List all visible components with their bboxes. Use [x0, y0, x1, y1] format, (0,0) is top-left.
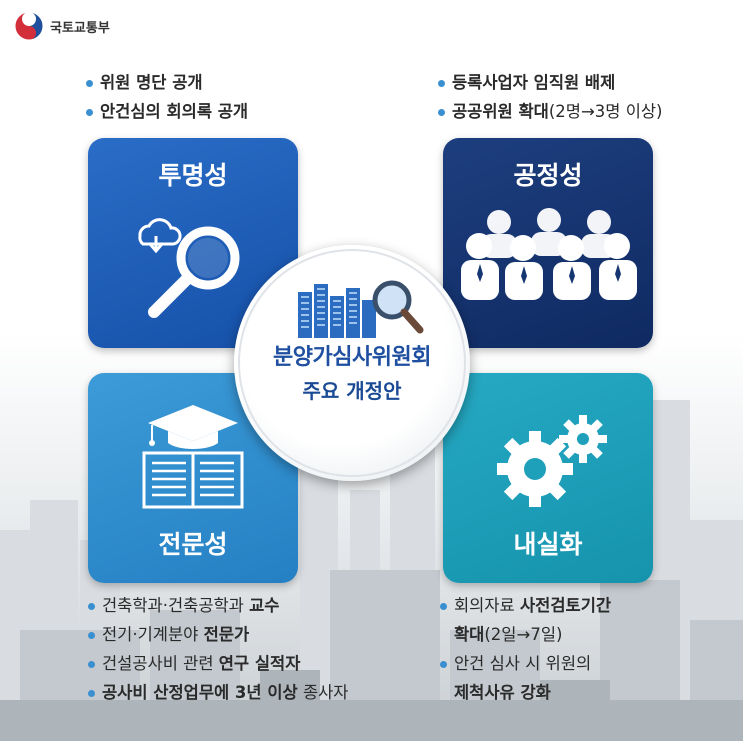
panel-title: 공정성: [513, 161, 583, 190]
taegeuk-icon: [14, 11, 44, 41]
list-item: 공사비 산정업무에 3년 이상 종사자: [88, 678, 349, 707]
panel-title: 내실화: [513, 530, 583, 559]
list-item: 전기·기계분야 전문가: [88, 620, 349, 649]
list-item: 공공위원 확대(2명→3명 이상): [438, 97, 663, 126]
panel-title: 전문성: [158, 530, 228, 559]
list-item: 건축학과·건축공학과 교수: [88, 591, 349, 620]
expertise-points: 건축학과·건축공학과 교수 전기·기계분야 전문가 건설공사비 관련 연구 실적…: [88, 591, 349, 707]
committee-people-icon: [461, 208, 637, 300]
ministry-logo: 국토교통부: [14, 11, 110, 41]
panel-title: 투명성: [158, 161, 228, 190]
center-title: 분양가심사위원회: [273, 345, 431, 370]
fairness-points: 등록사업자 임직원 배제 공공위원 확대(2명→3명 이상): [438, 68, 663, 126]
center-subtitle: 주요 개정안: [302, 379, 402, 403]
substance-panel: 내실화: [443, 373, 653, 583]
graduation-book-icon: [142, 405, 244, 509]
center-ring: [238, 249, 466, 477]
buildings-magnifier-icon: [298, 280, 424, 338]
magnifier-icon: [138, 218, 240, 318]
ministry-name: 국토교통부: [50, 20, 110, 36]
list-item: 건설공사비 관련 연구 실적자: [88, 649, 349, 678]
fairness-panel: 공정성: [443, 138, 653, 348]
list-item: 등록사업자 임직원 배제: [438, 68, 663, 97]
city-background: [0, 400, 743, 741]
list-item: 안건심의 회의록 공개: [86, 97, 248, 126]
list-item: 위원 명단 공개: [86, 68, 248, 97]
gears-icon: [497, 415, 607, 507]
transparency-points: 위원 명단 공개 안건심의 회의록 공개: [86, 68, 248, 126]
